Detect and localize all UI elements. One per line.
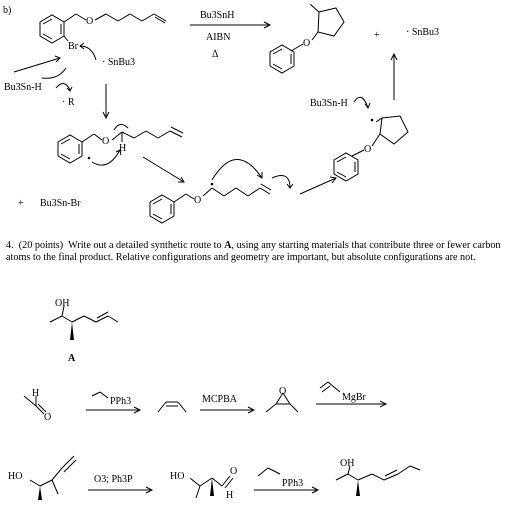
ether-oxygen-product: O: [303, 38, 310, 49]
epoxide-oxygen: O: [279, 386, 286, 397]
curly-arrow-hat: [91, 149, 121, 166]
question-number: 4.: [6, 240, 14, 251]
target-label-a: A: [68, 353, 76, 364]
curly-arrow-hydride: [55, 83, 71, 91]
ylide-2: [257, 467, 281, 477]
alkyl-radical-label: · R: [62, 97, 75, 108]
tributyltin-bromide-label: Bu3Sn-Br: [40, 198, 81, 209]
radical-dot-alkyl: [210, 182, 214, 186]
tin-radical-product: · SnBu3: [406, 27, 439, 38]
hydroxy-aldehyde-structure: [189, 475, 234, 499]
final-hydroxyl: OH: [340, 458, 354, 469]
hydroxyl-1: HO: [8, 471, 22, 482]
aryl-radical-structure: [57, 126, 184, 164]
aldehyde2-hydrogen: H: [226, 490, 233, 501]
part-label: b): [3, 5, 11, 16]
curly-arrow-alkene: [271, 175, 291, 189]
arrow-initiation: [13, 57, 61, 73]
target-a-structure: [49, 305, 119, 340]
plus-sign-1: +: [374, 30, 380, 41]
question-body-start: Write out a detailed synthetic route to: [68, 240, 222, 251]
aldehyde-oxygen: O: [44, 412, 51, 423]
final-product-structure: [335, 465, 421, 496]
radical-dot-cyclized: [370, 118, 374, 122]
bromine-label: Br: [68, 41, 79, 52]
aldehyde-hydrogen: H: [32, 388, 39, 399]
grignard-reagent: MgBr: [342, 392, 367, 403]
curly-arrow-br: [79, 45, 97, 61]
starting-bromide-structure: [39, 13, 167, 44]
ether-oxygen-4: O: [364, 144, 371, 155]
cyclized-radical-structure: [333, 115, 409, 182]
wittig-reagent-1: PPh3: [110, 396, 131, 407]
grignard-structure: [319, 381, 341, 393]
cyclized-product-structure: [269, 3, 345, 74]
epoxide-structure: [265, 392, 299, 413]
reagent-ozonolysis: O3; Ph3P: [94, 474, 133, 485]
ylide-1: [91, 391, 109, 399]
wittig-reagent-2: PPh3: [282, 478, 303, 489]
target-hydroxyl: OH: [55, 298, 69, 309]
question-points: (20 points): [18, 240, 64, 251]
cis-butene-structure: [157, 401, 187, 413]
tributyltin-hydride-right: Bu3Sn-H: [310, 98, 348, 109]
curly-arrow-cyclization: [211, 159, 263, 181]
curly-arrow-sn: [41, 67, 67, 79]
curly-arrow-hydride-2: [353, 96, 369, 109]
reagent-mcpba: MCPBA: [202, 394, 238, 405]
reagent-aibn: AIBN: [206, 32, 230, 43]
ether-oxygen-3: O: [194, 195, 201, 206]
ether-oxygen-2: O: [102, 136, 109, 147]
radical-dot-aryl: [87, 156, 91, 160]
hydrogen-label: H: [119, 143, 126, 154]
aldehyde2-oxygen: O: [230, 466, 237, 477]
plus-sign-2: +: [18, 198, 24, 209]
arrow-diagonal-1: [142, 156, 185, 183]
alkyl-radical-structure: [149, 183, 272, 224]
tin-radical-label: · SnBu3: [102, 57, 135, 68]
tributyltin-hydride-label: Bu3Sn-H: [4, 82, 42, 93]
hydroxyl-2: HO: [170, 471, 184, 482]
arrow-diagonal-2: [299, 177, 337, 195]
question-target: A: [224, 240, 232, 251]
question-text: 4. (20 points) Write out a detailed synt…: [6, 240, 514, 264]
acetaldehyde-structure: [23, 395, 47, 415]
homoallylic-alcohol-structure: [29, 455, 77, 500]
question-body-end: , using any starting materials that cont…: [6, 240, 501, 264]
ether-oxygen-1: O: [86, 16, 93, 27]
reagent-tributyltin-hydride: Bu3SnH: [200, 10, 234, 21]
reagent-heat: Δ: [212, 49, 219, 60]
